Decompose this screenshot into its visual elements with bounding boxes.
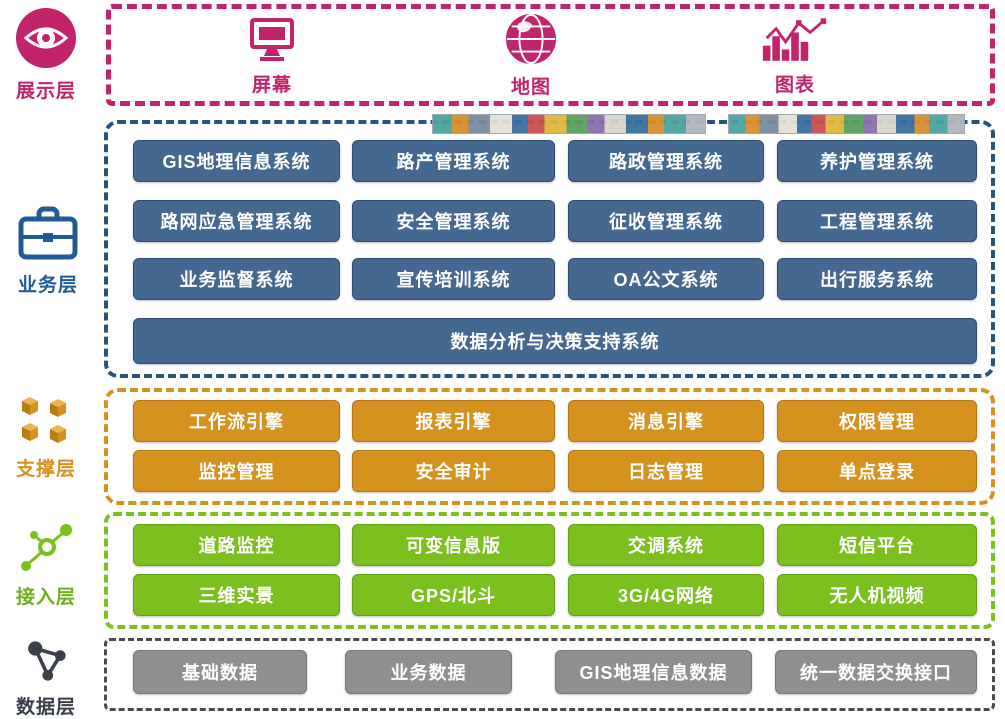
- data-box: GIS地理信息数据: [555, 650, 752, 694]
- system-box: 宣传培训系统: [352, 258, 555, 300]
- access-box: 三维实景: [133, 574, 340, 616]
- support-box: 监控管理: [133, 450, 340, 492]
- data-layer-band: [104, 638, 995, 711]
- access-box: 无人机视频: [777, 574, 977, 616]
- presentation-item-label: 地图: [510, 77, 551, 98]
- network-nodes-icon: [21, 524, 72, 571]
- rail-support: 支撑层: [0, 394, 92, 481]
- system-box: 出行服务系统: [777, 258, 977, 300]
- layer-label-data: 数据层: [15, 697, 76, 718]
- support-box: 报表引擎: [352, 400, 555, 442]
- layer-label-support: 支撑层: [15, 459, 76, 480]
- cubes-icon: [22, 397, 66, 443]
- access-box: 交调系统: [568, 524, 764, 566]
- rail-presentation: 展示层: [0, 6, 92, 103]
- system-box: 养护管理系统: [777, 140, 977, 182]
- support-box: 消息引擎: [568, 400, 764, 442]
- support-box: 日志管理: [568, 450, 764, 492]
- presentation-item-map: 地图: [476, 12, 586, 99]
- access-box: 3G/4G网络: [568, 574, 764, 616]
- rail-data: 数据层: [0, 636, 92, 719]
- screenshot-thumbnail-strip: [432, 114, 706, 134]
- support-box: 安全审计: [352, 450, 555, 492]
- access-box: 短信平台: [777, 524, 977, 566]
- presentation-layer-band: [106, 4, 995, 106]
- support-layer-band: [104, 388, 995, 505]
- system-box: GIS地理信息系统: [133, 140, 340, 182]
- layer-label-business: 业务层: [17, 275, 78, 296]
- system-box: OA公文系统: [568, 258, 764, 300]
- system-box: 业务监督系统: [133, 258, 340, 300]
- rail-business: 业务层: [2, 202, 94, 297]
- system-box: 路政管理系统: [568, 140, 764, 182]
- system-box: 路产管理系统: [352, 140, 555, 182]
- support-box: 工作流引擎: [133, 400, 340, 442]
- eye-icon: [16, 8, 76, 68]
- bar-chart-icon: [762, 18, 827, 61]
- layer-label-access: 接入层: [15, 587, 76, 608]
- system-box: 工程管理系统: [777, 200, 977, 242]
- support-box: 权限管理: [777, 400, 977, 442]
- share-nodes-icon: [28, 641, 66, 681]
- data-box: 统一数据交换接口: [775, 650, 977, 694]
- access-box: 可变信息版: [352, 524, 555, 566]
- access-layer-band: [104, 512, 995, 629]
- briefcase-icon: [18, 206, 78, 260]
- rail-access: 接入层: [0, 520, 92, 609]
- screenshot-thumbnail-strip: [728, 114, 965, 134]
- presentation-item-screen: 屏幕: [217, 16, 327, 97]
- globe-icon: [505, 13, 557, 65]
- presentation-item-label: 图表: [774, 75, 815, 96]
- access-box: GPS/北斗: [352, 574, 555, 616]
- access-box: 道路监控: [133, 524, 340, 566]
- layer-label-presentation: 展示层: [15, 81, 76, 102]
- monitor-icon: [250, 18, 294, 61]
- data-box: 业务数据: [345, 650, 512, 694]
- data-box: 基础数据: [133, 650, 307, 694]
- system-box-wide: 数据分析与决策支持系统: [133, 318, 977, 364]
- support-box: 单点登录: [777, 450, 977, 492]
- presentation-item-label: 屏幕: [251, 75, 292, 96]
- presentation-item-chart: 图表: [740, 16, 850, 97]
- system-box: 路网应急管理系统: [133, 200, 340, 242]
- system-box: 安全管理系统: [352, 200, 555, 242]
- system-box: 征收管理系统: [568, 200, 764, 242]
